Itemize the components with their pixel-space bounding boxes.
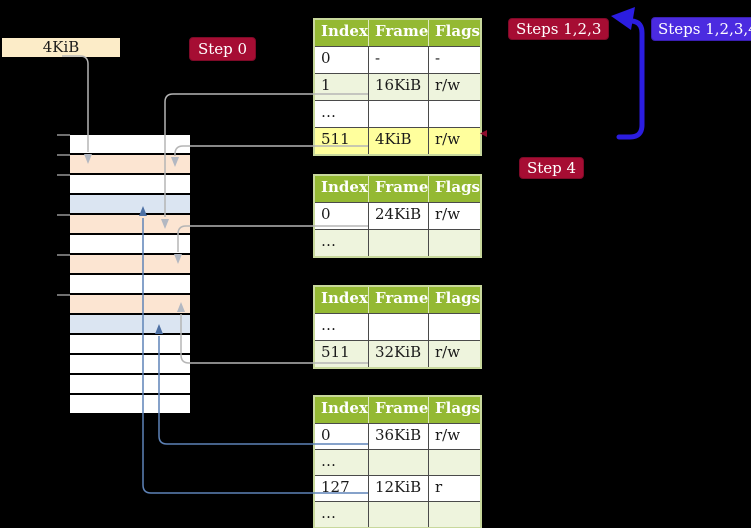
- memory-frame-row-orange: [70, 295, 190, 313]
- steps1234-badge: Steps 1,2,3,4: [651, 17, 751, 41]
- memory-frame-row-white: [70, 175, 190, 193]
- physical-memory-stripe: [70, 135, 190, 415]
- table-row: …: [315, 449, 480, 475]
- tick-mark: [57, 294, 70, 296]
- memory-frame-row-white: [70, 375, 190, 393]
- tick-mark: [57, 214, 70, 216]
- header-index: Index: [321, 178, 368, 196]
- table-header: Index Frame Flags: [315, 287, 480, 313]
- memory-frame-row-white: [70, 355, 190, 373]
- page-table-2: Index Frame Flags 0 24KiB r/w …: [313, 174, 482, 258]
- tick-mark: [57, 134, 70, 136]
- header-flags: Flags: [428, 176, 480, 202]
- header-index: Index: [321, 399, 368, 417]
- memory-frame-row-orange: [70, 215, 190, 233]
- steps-loop-arrow: [611, 7, 645, 140]
- memory-frame-row-white: [70, 275, 190, 293]
- step4-badge: Step 4: [519, 157, 585, 179]
- memory-frame-row-white: [70, 395, 190, 413]
- step0-badge: Step 0: [189, 37, 257, 61]
- memory-frame-row-orange: [70, 255, 190, 273]
- header-frame: Frame: [368, 287, 428, 313]
- table-row: 0 24KiB r/w: [315, 202, 480, 229]
- table-row: …: [315, 313, 480, 340]
- table-row: 0 36KiB r/w: [315, 423, 480, 449]
- table-row: 1 16KiB r/w: [315, 73, 480, 100]
- header-flags: Flags: [428, 287, 480, 313]
- table-row: …: [315, 229, 480, 256]
- header-index: Index: [321, 289, 368, 307]
- memory-frame-row-blue: [70, 195, 190, 213]
- table-row: 0 - -: [315, 46, 480, 73]
- table-header: Index Frame Flags: [315, 20, 480, 46]
- header-frame: Frame: [368, 20, 428, 46]
- steps123-badge: Steps 1,2,3: [508, 18, 610, 40]
- header-index: Index: [321, 22, 368, 40]
- header-flags: Flags: [428, 397, 480, 423]
- table-row-highlighted: 511 4KiB r/w: [315, 127, 480, 154]
- memory-frame-row-white: [70, 135, 190, 153]
- tick-mark: [57, 174, 70, 176]
- table-header: Index Frame Flags: [315, 397, 480, 423]
- table-header: Index Frame Flags: [315, 176, 480, 202]
- header-frame: Frame: [368, 397, 428, 423]
- page-table-3: Index Frame Flags … 511 32KiB r/w: [313, 285, 482, 369]
- tick-mark: [57, 254, 70, 256]
- table-row: 127 12KiB r: [315, 475, 480, 501]
- memory-frame-row-blue: [70, 315, 190, 333]
- header-flags: Flags: [428, 20, 480, 46]
- memory-frame-row-orange: [70, 155, 190, 173]
- table-row: …: [315, 100, 480, 127]
- table-row: 511 32KiB r/w: [315, 340, 480, 367]
- page-size-label: 4KiB: [2, 38, 120, 57]
- header-frame: Frame: [368, 176, 428, 202]
- page-table-4: Index Frame Flags 0 36KiB r/w … 127 12Ki…: [313, 395, 482, 528]
- tick-mark: [57, 154, 70, 156]
- table-row: …: [315, 501, 480, 527]
- memory-frame-row-white: [70, 335, 190, 353]
- page-table-1: Index Frame Flags 0 - - 1 16KiB r/w … 51…: [313, 18, 482, 156]
- memory-frame-row-white: [70, 235, 190, 253]
